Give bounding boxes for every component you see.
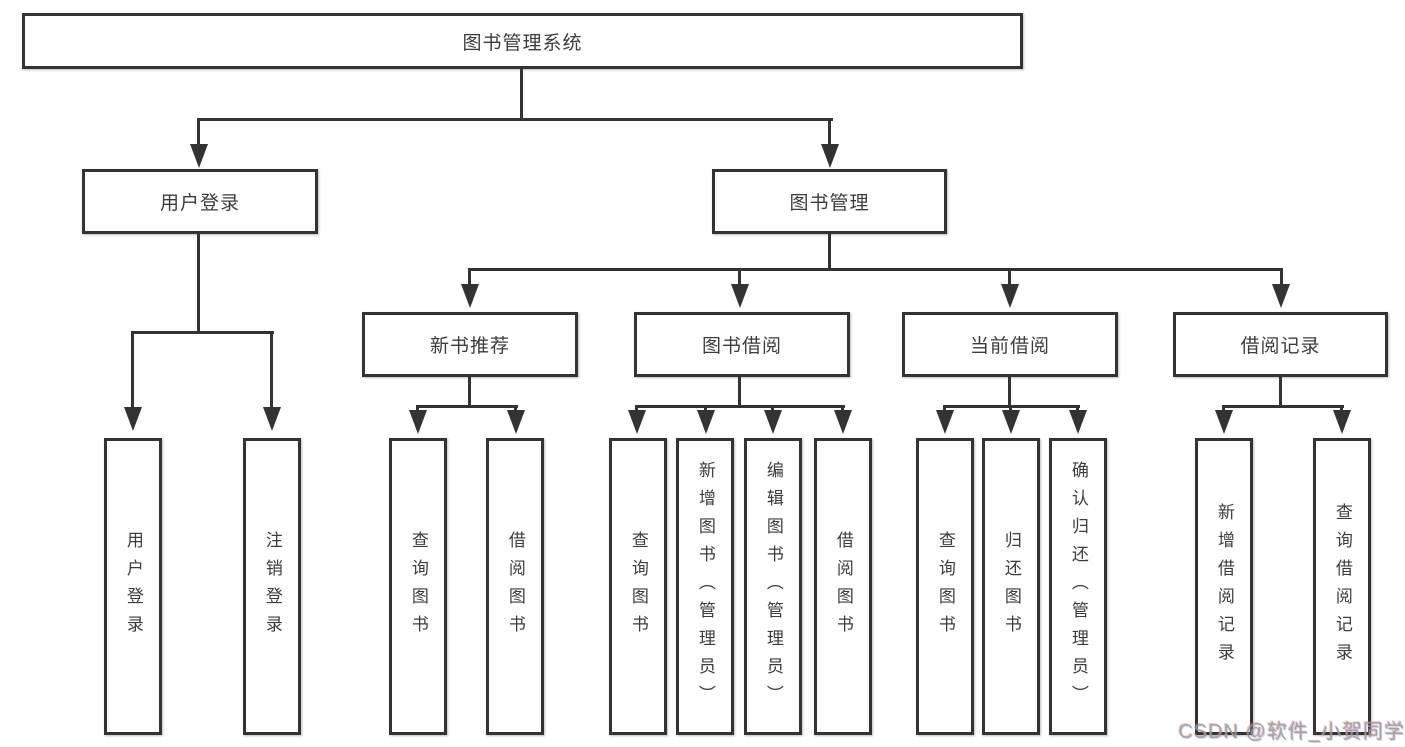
- node-book-management: 图书管理: [712, 169, 947, 234]
- arrow-down-icon: [697, 410, 715, 434]
- connector-line: [514, 405, 517, 413]
- connector-line: [1008, 268, 1011, 288]
- node-label: 注销登录: [262, 530, 282, 643]
- arrow-down-icon: [1001, 284, 1019, 308]
- node-label: 图书管理: [789, 193, 870, 214]
- arrow-down-icon: [834, 410, 852, 434]
- leaf-recommend-borrow-books: 借阅图书: [486, 438, 544, 735]
- arrow-down-icon: [821, 144, 839, 168]
- node-label: 用户登录: [123, 530, 143, 643]
- node-label: 图书管理系统: [462, 32, 583, 54]
- node-label: 查询图书: [628, 530, 648, 643]
- connector-line: [416, 405, 518, 408]
- arrow-down-icon: [936, 410, 954, 434]
- connector-line: [1009, 405, 1012, 413]
- connector-line: [197, 118, 200, 146]
- csdn-watermark: CSDN @软件_小贺同学: [1178, 721, 1405, 743]
- connector-line: [738, 268, 741, 288]
- connector-line: [131, 331, 134, 410]
- connector-line: [197, 118, 833, 121]
- arrow-down-icon: [263, 407, 281, 431]
- leaf-user-login: 用户登录: [104, 438, 162, 735]
- node-label: 查询借阅记录: [1332, 502, 1352, 671]
- node-label: 新增借阅记录: [1214, 502, 1234, 671]
- connector-line: [1280, 268, 1283, 288]
- node-label: 归还图书: [1001, 530, 1021, 643]
- node-label: 用户登录: [159, 193, 240, 214]
- arrow-down-icon: [409, 410, 427, 434]
- connector-line: [1076, 405, 1079, 413]
- leaf-borrowing-query-books: 查询图书: [609, 438, 667, 735]
- connector-line: [704, 405, 707, 413]
- connector-line: [828, 118, 831, 146]
- connector-line: [468, 268, 1283, 271]
- node-label: 新书推荐: [429, 336, 510, 357]
- node-label: 新增图书（管理员）: [695, 460, 715, 713]
- connector-line: [828, 234, 831, 271]
- arrow-down-icon: [764, 410, 782, 434]
- connector-line: [1340, 405, 1343, 413]
- node-label: 图书借阅: [701, 336, 782, 357]
- leaf-borrowing-borrow-books: 借阅图书: [814, 438, 872, 735]
- leaf-records-add-record: 新增借阅记录: [1195, 438, 1253, 735]
- node-label: 借阅记录: [1240, 336, 1321, 357]
- node-root-library-system: 图书管理系统: [22, 13, 1023, 69]
- arrow-down-icon: [124, 407, 142, 431]
- connector-line: [635, 405, 845, 408]
- connector-line: [197, 234, 200, 334]
- node-borrowing-records: 借阅记录: [1173, 312, 1388, 377]
- connector-line: [1279, 377, 1282, 408]
- node-label: 编辑图书（管理员）: [763, 460, 783, 713]
- connector-line: [635, 405, 638, 413]
- node-label: 确认归还（管理员）: [1068, 460, 1088, 713]
- arrow-down-icon: [1272, 284, 1290, 308]
- arrow-down-icon: [1069, 410, 1087, 434]
- arrow-down-icon: [507, 410, 525, 434]
- node-current-borrowing: 当前借阅: [902, 312, 1118, 377]
- connector-line: [270, 331, 273, 410]
- connector-line: [771, 405, 774, 413]
- arrow-down-icon: [1333, 410, 1351, 434]
- node-book-borrowing: 图书借阅: [634, 312, 850, 377]
- node-user-login: 用户登录: [82, 169, 318, 234]
- connector-line: [1222, 405, 1344, 408]
- leaf-borrowing-edit-books-admin: 编辑图书（管理员）: [744, 438, 802, 735]
- leaf-current-return-books: 归还图书: [982, 438, 1040, 735]
- node-new-book-recommendation: 新书推荐: [362, 312, 578, 377]
- connector-line: [520, 66, 523, 120]
- node-label: 查询图书: [408, 530, 428, 643]
- arrow-down-icon: [461, 284, 479, 308]
- arrow-down-icon: [1215, 410, 1233, 434]
- connector-line: [416, 405, 419, 413]
- connector-line: [468, 377, 471, 408]
- connector-line: [841, 405, 844, 413]
- arrow-down-icon: [190, 144, 208, 168]
- arrow-down-icon: [731, 284, 749, 308]
- leaf-borrowing-add-books-admin: 新增图书（管理员）: [676, 438, 734, 735]
- connector-line: [738, 377, 741, 408]
- leaf-current-confirm-return-admin: 确认归还（管理员）: [1049, 438, 1107, 735]
- node-label: 查询图书: [935, 530, 955, 643]
- connector-line: [1008, 377, 1011, 408]
- leaf-records-query-record: 查询借阅记录: [1313, 438, 1371, 735]
- leaf-logout: 注销登录: [243, 438, 301, 735]
- arrow-down-icon: [1002, 410, 1020, 434]
- connector-line: [468, 268, 471, 288]
- node-label: 借阅图书: [505, 530, 525, 643]
- node-label: 借阅图书: [833, 530, 853, 643]
- connector-line: [131, 331, 274, 334]
- node-label: 当前借阅: [969, 336, 1050, 357]
- leaf-recommend-query-books: 查询图书: [389, 438, 447, 735]
- connector-line: [943, 405, 946, 413]
- leaf-current-query-books: 查询图书: [916, 438, 974, 735]
- connector-line: [1222, 405, 1225, 413]
- arrow-down-icon: [628, 410, 646, 434]
